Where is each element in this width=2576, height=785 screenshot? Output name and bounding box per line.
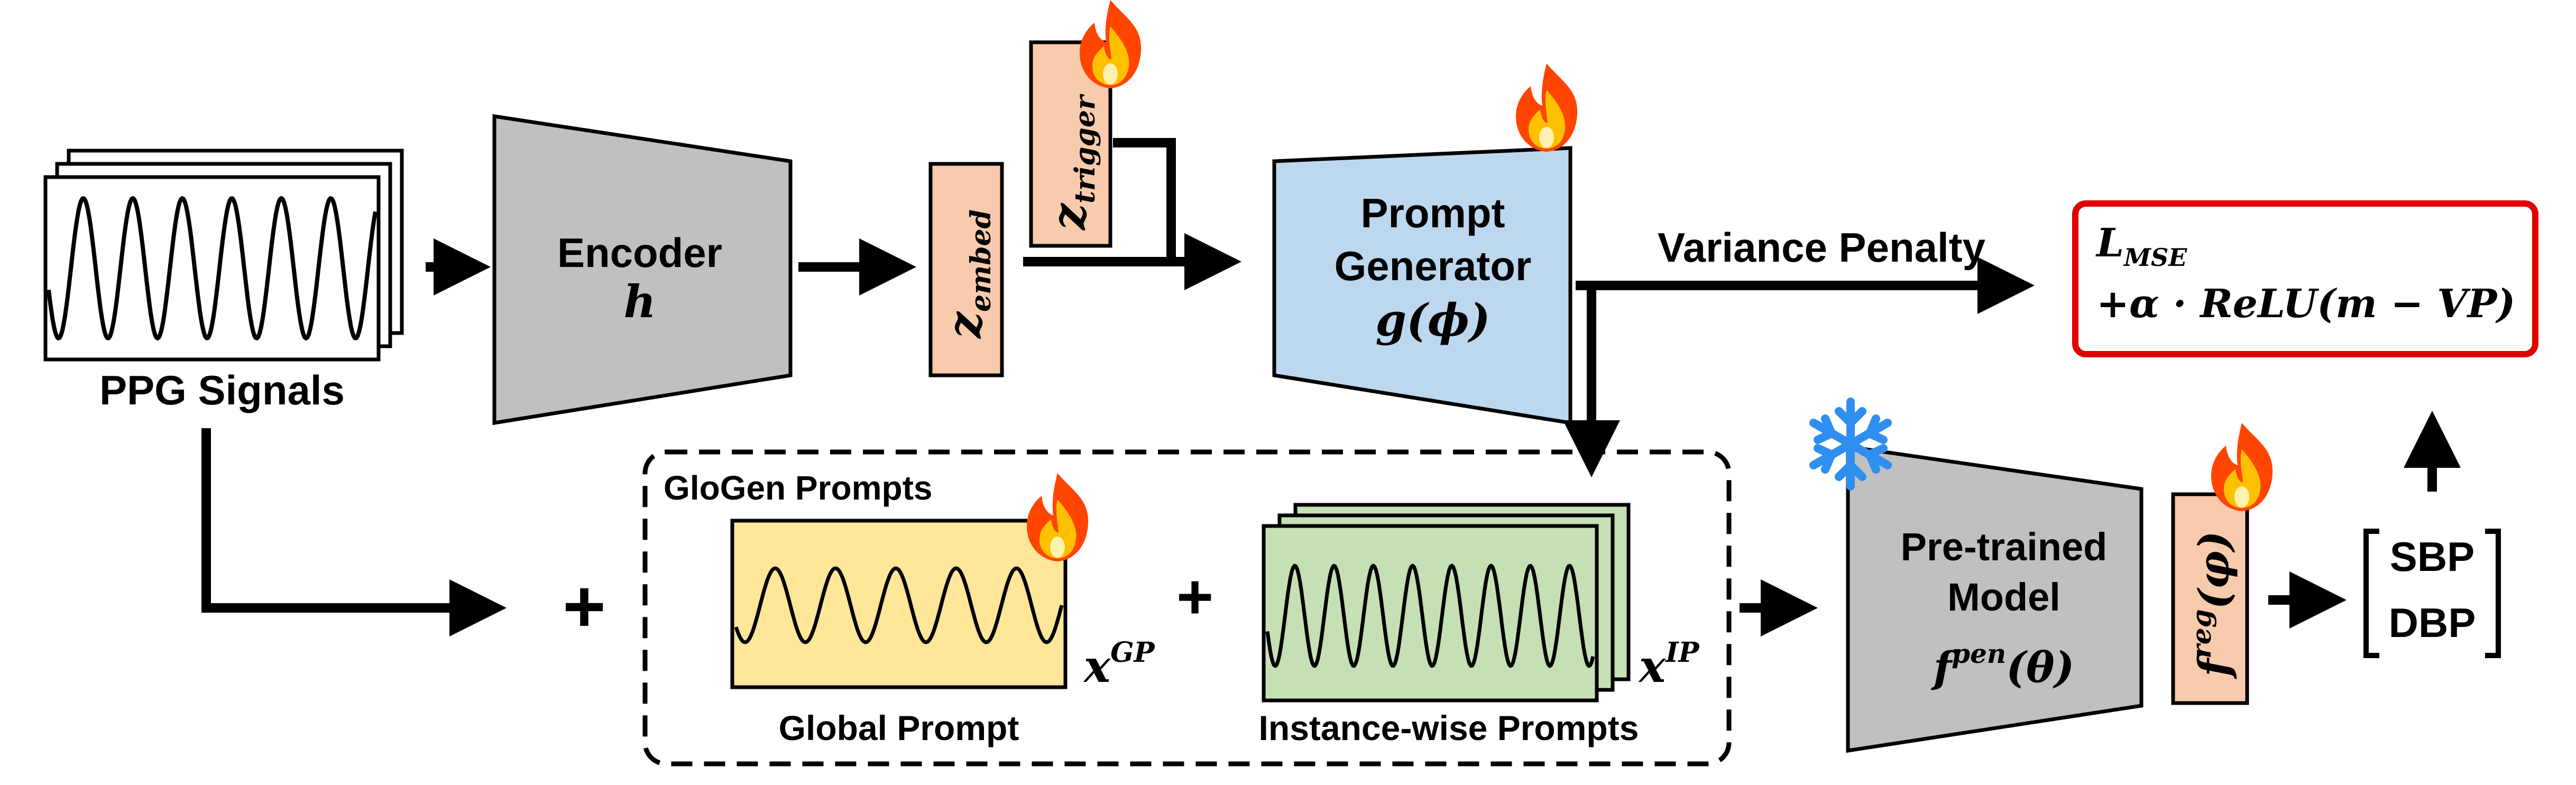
output-sbp: SBP	[2390, 533, 2474, 580]
glogen-plus: +	[1176, 561, 1213, 632]
instance-prompt-symbol: xIP	[1638, 636, 1700, 692]
snowflake-icon	[1809, 398, 1892, 491]
loss-mse-term: LMSE	[2095, 220, 2187, 272]
z-embed-block	[928, 162, 1004, 377]
output-vector-brackets	[2363, 529, 2501, 658]
combine-plus: +	[563, 565, 606, 648]
ppg-waveform	[47, 196, 378, 340]
ppg-signal-stack	[43, 149, 404, 362]
instance-prompts-stack	[1262, 503, 1631, 703]
variance-penalty-label: Variance Penalty	[1658, 224, 1985, 271]
regressor-symbol: freg(φ)	[2186, 531, 2239, 679]
fire-icon	[2211, 423, 2273, 511]
z-embed-label: zembed	[937, 209, 997, 339]
pretrained-model-block	[1846, 444, 2143, 753]
global-prompt-label: Global Prompt	[779, 708, 1019, 747]
z-trigger-label: ztrigger	[1041, 94, 1101, 231]
prompt-generator-title-2: Generator	[1335, 243, 1532, 289]
arrow-ppg-to-combine	[201, 428, 507, 636]
global-prompt-panel	[730, 519, 1068, 689]
encoder-block	[492, 114, 793, 426]
loss-box	[2072, 200, 2538, 357]
loss-penalty-term: +α · ReLU(m − VP)	[2096, 281, 2515, 327]
regressor-block	[2171, 492, 2249, 705]
prompt-generator-symbol: g(ϕ)	[1375, 294, 1490, 346]
global-prompt-symbol: xGP	[1083, 636, 1156, 692]
glogen-prompts-title: GloGen Prompts	[664, 469, 933, 507]
encoder-symbol: h	[623, 275, 656, 328]
fire-icon	[1080, 0, 1142, 88]
pretrained-model-title-2: Model	[1947, 575, 2060, 619]
connector-trigger-line	[1113, 138, 1176, 262]
output-dbp: DBP	[2389, 599, 2476, 646]
pretrained-model-title-1: Pre-trained	[1901, 525, 2108, 569]
pretrained-model-symbol: fpen(θ)	[1931, 638, 2075, 692]
instance-prompt-waveform	[1265, 564, 1595, 668]
fire-icon	[1027, 473, 1089, 561]
fire-icon	[1516, 63, 1578, 152]
prompt-generator-title-1: Prompt	[1361, 190, 1505, 236]
global-prompt-waveform	[734, 566, 1064, 644]
instance-prompts-label: Instance-wise Prompts	[1259, 708, 1639, 747]
ppg-signals-label: PPG Signals	[99, 367, 345, 413]
encoder-title: Encoder	[557, 229, 722, 276]
